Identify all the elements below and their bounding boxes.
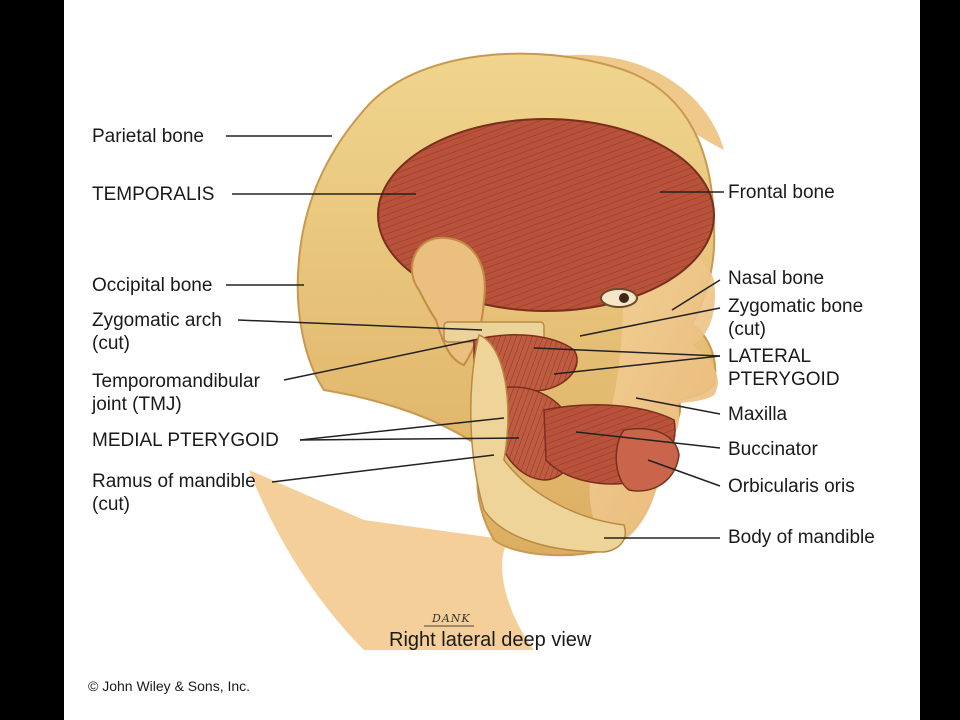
label-zygomatic-arch: Zygomatic arch (cut) bbox=[92, 310, 222, 354]
label-medial-pterygoid: MEDIAL PTERYGOID bbox=[92, 430, 279, 451]
head-illustration bbox=[226, 52, 724, 650]
figure-caption: Right lateral deep view bbox=[389, 629, 592, 651]
label-tmj: Temporomandibular joint (TMJ) bbox=[92, 371, 260, 415]
label-lateral-pterygoid: LATERAL PTERYGOID bbox=[728, 346, 840, 390]
label-buccinator: Buccinator bbox=[728, 439, 818, 460]
artist-signature: DANK bbox=[432, 612, 471, 625]
label-orbicularis-oris: Orbicularis oris bbox=[728, 476, 855, 497]
label-temporalis: TEMPORALIS bbox=[92, 184, 215, 205]
neck bbox=[249, 470, 534, 650]
figure-panel: Parietal bone TEMPORALIS Occipital bone … bbox=[64, 0, 920, 720]
copyright-notice: © John Wiley & Sons, Inc. bbox=[88, 678, 251, 694]
label-occipital-bone: Occipital bone bbox=[92, 275, 213, 296]
label-maxilla: Maxilla bbox=[728, 404, 788, 425]
orbicularis-oris-muscle bbox=[615, 428, 680, 492]
label-frontal-bone: Frontal bone bbox=[728, 182, 835, 203]
label-nasal-bone: Nasal bone bbox=[728, 268, 825, 289]
label-parietal-bone: Parietal bone bbox=[92, 126, 204, 147]
label-zygomatic-bone: Zygomatic bone (cut) bbox=[728, 296, 864, 340]
leader-lines bbox=[226, 135, 724, 539]
label-ramus-of-mandible: Ramus of mandible (cut) bbox=[92, 471, 256, 515]
label-body-of-mandible: Body of mandible bbox=[728, 527, 875, 548]
